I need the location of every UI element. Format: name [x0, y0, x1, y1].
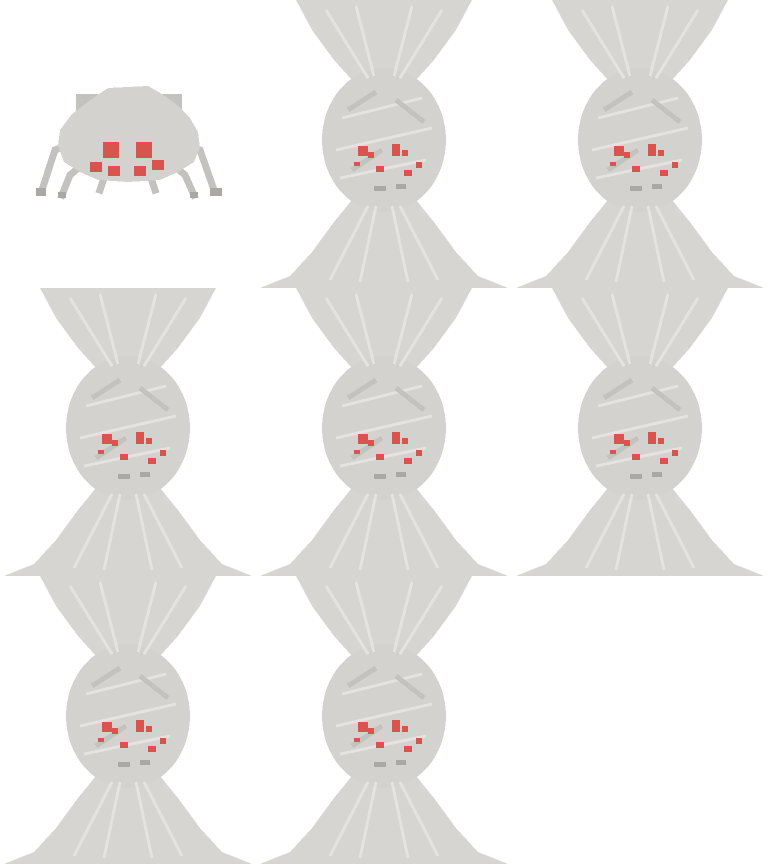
cocoon-spots	[354, 144, 422, 176]
web-top	[296, 288, 472, 368]
sprite-frame-3	[512, 0, 768, 288]
web-bottom	[260, 200, 508, 288]
cocoon-spots	[354, 720, 422, 752]
web-top	[552, 288, 728, 368]
web-bottom	[4, 488, 252, 576]
web-cocoon-icon	[516, 0, 764, 288]
web-top	[296, 0, 472, 80]
spider-leg-tips	[36, 188, 222, 198]
cocoon-spots	[610, 432, 678, 464]
web-top	[40, 576, 216, 656]
cocoon-spots	[354, 432, 422, 464]
web-bottom	[260, 776, 508, 864]
sprite-frame-5	[256, 288, 512, 576]
web-bottom	[260, 488, 508, 576]
cocoon-spots	[610, 144, 678, 176]
spider-spots	[90, 142, 164, 176]
web-top	[296, 576, 472, 656]
sprite-frame-6	[512, 288, 768, 576]
spider-body	[58, 86, 200, 182]
sprite-frame-2	[256, 0, 512, 288]
spider-icon	[36, 86, 222, 200]
web-cocoon-icon	[516, 288, 764, 576]
sprite-frame-1	[0, 0, 256, 288]
cocoon-spots	[98, 720, 166, 752]
sprite-frame-4	[0, 288, 256, 576]
web-cocoon-icon	[4, 576, 252, 864]
web-cocoon-icon	[260, 288, 508, 576]
web-cocoon-icon	[260, 576, 508, 864]
sprite-frame-7	[0, 576, 256, 864]
cocoon-spots	[98, 432, 166, 464]
web-bottom	[4, 776, 252, 864]
web-top	[40, 288, 216, 368]
sprite-frame-8	[256, 576, 512, 864]
sprite-frame-9	[512, 576, 768, 864]
web-bottom	[516, 200, 764, 288]
web-top	[552, 0, 728, 80]
web-cocoon-icon	[260, 0, 508, 288]
web-cocoon-icon	[4, 288, 252, 576]
web-bottom	[516, 488, 764, 576]
